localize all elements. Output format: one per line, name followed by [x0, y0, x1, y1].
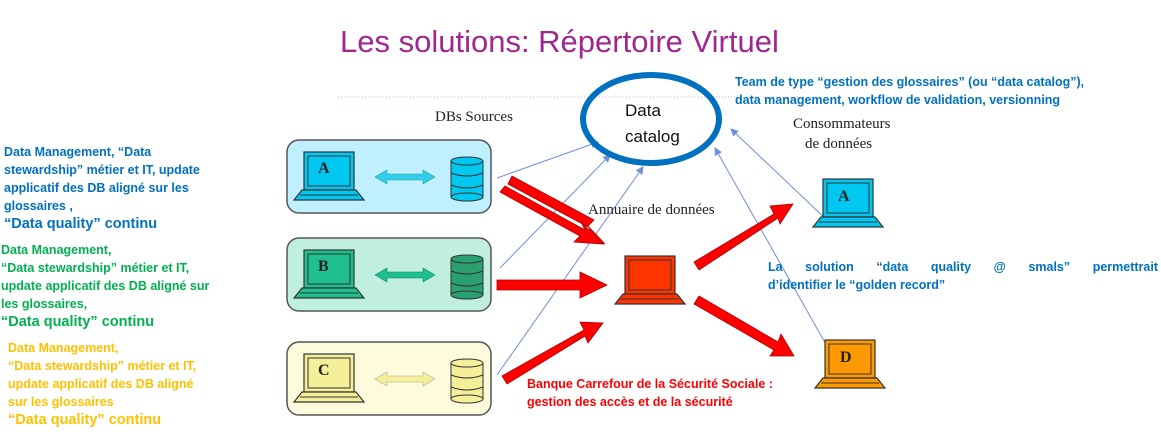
note-line: sur les glossaires: [8, 395, 114, 409]
flow-arrows: [496, 175, 795, 385]
laptop-icon: [293, 249, 365, 299]
note-quality: “Data quality” continu: [8, 412, 162, 428]
note-line: les glossaires,: [1, 297, 88, 311]
catalog-line1: Data: [625, 101, 661, 120]
data-quality-note: La solution “data quality @ smals” perme…: [768, 258, 1158, 294]
source-letter-b: B: [318, 258, 329, 275]
note-line: gestion des accès et de la sécurité: [527, 395, 733, 409]
note-line: stewardship” métier et IT, update: [4, 163, 200, 177]
note-line: data management, workflow de validation,…: [735, 93, 1061, 107]
consumers-label-1: Consommateurs: [793, 116, 891, 132]
source-letter-a: A: [318, 160, 330, 177]
note-line: d’identifier le “golden record”: [768, 278, 946, 292]
source-letter-c: C: [318, 362, 330, 379]
source-c-note: Data Management, “Data stewardship” méti…: [8, 339, 196, 429]
team-note: Team de type “gestion des glossaires” (o…: [735, 73, 1084, 109]
bcss-note: Banque Carrefour de la Sécurité Sociale …: [527, 375, 773, 411]
consumer-letter-a: A: [838, 188, 850, 205]
note-line: update applicatif des DB aligné: [8, 377, 194, 391]
catalog-line2: catalog: [625, 127, 680, 146]
note-quality: “Data quality” continu: [4, 216, 158, 232]
consumer-letter-d: D: [840, 349, 852, 366]
data-catalog-ellipse: [580, 72, 722, 166]
note-line: Team de type “gestion des glossaires” (o…: [735, 75, 1085, 89]
consumers-label-2: de données: [805, 136, 873, 152]
source-box-b: [286, 237, 492, 312]
slide-title: Les solutions: Répertoire Virtuel: [340, 24, 779, 59]
note-line: La solution “data quality @ smals” perme…: [768, 260, 1158, 274]
note-line: Data Management, “Data: [4, 145, 152, 159]
catalog-label: Data catalog: [625, 98, 680, 150]
source-box-c: [286, 341, 492, 416]
note-line: “Data stewardship” métier et IT,: [1, 261, 190, 275]
bidirectional-arrow-icon: [374, 371, 436, 387]
catalog-links: [496, 128, 833, 376]
source-b-note: Data Management, “Data stewardship” méti…: [1, 241, 209, 331]
note-line: Data Management,: [8, 341, 119, 355]
sources-label: DBs Sources: [435, 109, 513, 125]
note-line: “Data stewardship” métier et IT,: [8, 359, 197, 373]
annuaire-label: Annuaire de données: [588, 202, 715, 218]
note-line: Data Management,: [1, 243, 112, 257]
source-a-note: Data Management, “Data stewardship” méti…: [4, 143, 200, 233]
bidirectional-arrow-icon: [374, 169, 436, 185]
database-icon: [450, 254, 484, 300]
bidirectional-arrow-icon: [374, 267, 436, 283]
source-box-a: [286, 139, 492, 214]
note-line: glossaires ,: [4, 199, 73, 213]
note-quality: “Data quality” continu: [1, 314, 155, 330]
database-icon: [450, 358, 484, 404]
note-line: Banque Carrefour de la Sécurité Sociale …: [527, 377, 773, 391]
note-line: update applicatif des DB aligné sur: [1, 279, 210, 293]
note-line: applicatif des DB aligné sur les: [4, 181, 189, 195]
database-icon: [450, 156, 484, 202]
hub-laptop-icon: [614, 255, 686, 305]
